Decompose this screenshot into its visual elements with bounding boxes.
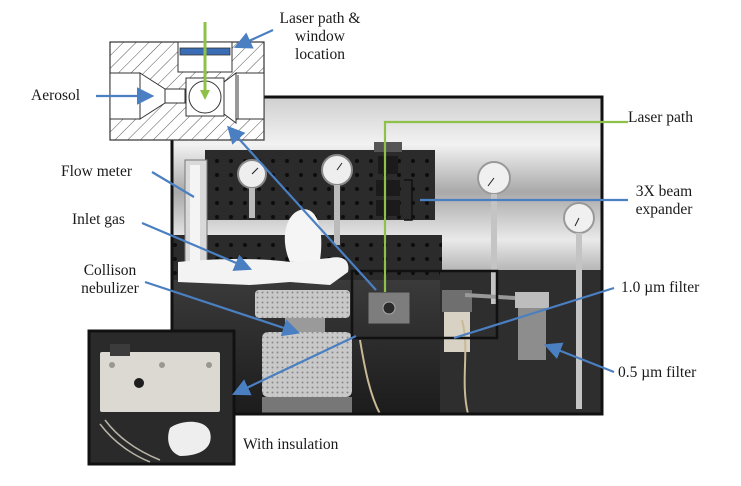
cell-cross-section — [109, 41, 265, 141]
collison-nebulizer — [255, 290, 352, 414]
inlet-gas-pipe — [178, 257, 349, 285]
insulation-inset-photo — [87, 329, 236, 466]
arrow-filter-2 — [543, 342, 615, 374]
label-line: Laser path & — [279, 10, 361, 27]
main-photo — [170, 95, 604, 416]
label-aerosol: Aerosol — [31, 87, 81, 104]
arrow-nebulizer — [144, 280, 301, 337]
label-line: 3X beam — [635, 183, 693, 200]
main-photo-frame — [170, 95, 604, 416]
filter-1-0um — [442, 290, 472, 352]
label-collison-nebulizer: Collison nebulizer — [62, 262, 158, 298]
label-beam-expander: 3X beam expander — [615, 183, 713, 219]
pressure-gauge — [321, 154, 353, 245]
label-with-insulation: With insulation — [243, 436, 339, 453]
label-line: location — [295, 46, 345, 63]
arrow-inlet-gas — [141, 221, 253, 271]
laser-lines — [200, 22, 628, 292]
arrow-cell-to-schematic — [227, 125, 377, 291]
label-line: expander — [635, 201, 693, 218]
arrow-insulation — [232, 335, 357, 396]
beam-expander-bracket — [404, 179, 413, 221]
label-laser-path: Laser path — [628, 109, 693, 126]
label-line: window — [295, 28, 345, 45]
label-filter-0-5um: 0.5 µm filter — [618, 364, 697, 381]
pressure-gauge — [237, 159, 267, 218]
label-laser-window: Laser path & window location — [262, 10, 378, 64]
label-flow-meter: Flow meter — [61, 163, 133, 180]
filter-0-5um — [515, 292, 549, 360]
optical-breadboard-top — [205, 150, 435, 220]
beam-expander — [374, 142, 402, 216]
arrow-flow-meter — [151, 171, 195, 198]
insulated-cell-cover — [100, 352, 220, 412]
label-line: nebulizer — [81, 280, 139, 297]
pressure-gauge — [477, 161, 511, 304]
label-inlet-gas: Inlet gas — [72, 211, 125, 228]
arrow-filter-1 — [453, 286, 615, 340]
laser-beam-photo — [383, 120, 628, 292]
pressure-gauge — [563, 202, 595, 409]
label-filter-1-0um: 1.0 µm filter — [621, 279, 700, 296]
cell-highlight-box — [350, 269, 499, 340]
label-line: Collison — [83, 262, 137, 279]
arrow-laser-window — [233, 28, 274, 49]
